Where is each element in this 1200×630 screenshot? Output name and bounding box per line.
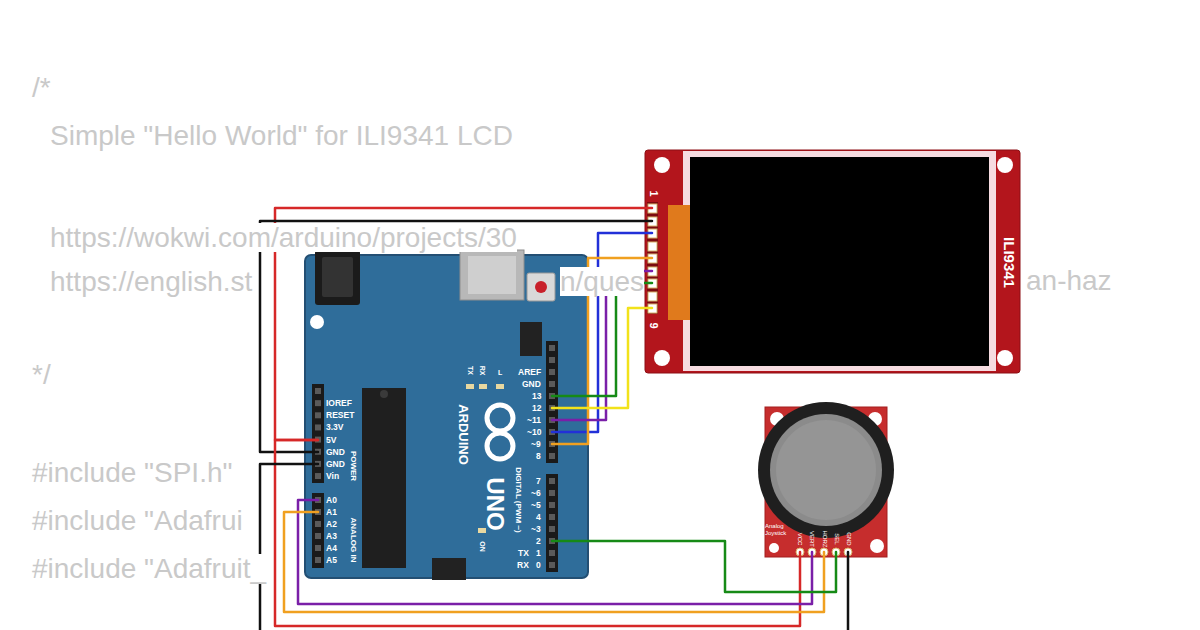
code-text: */ <box>32 361 51 389</box>
pin-label: DIGITAL (PWM ~) <box>513 467 521 532</box>
pin-label: TX <box>466 366 473 375</box>
pin-label: L <box>498 369 502 376</box>
pin-label: 3.3V <box>326 423 344 432</box>
pin-label: ~6 <box>531 489 541 498</box>
component-name: UNO <box>482 477 506 530</box>
code-text: #include "Adafrui <box>32 506 243 535</box>
code-text: an-haz <box>1026 267 1112 295</box>
code-text: /* <box>32 74 51 102</box>
pin-label: 2 <box>536 537 541 546</box>
pin-label: ~10 <box>527 428 541 437</box>
pin-label: VERT <box>809 531 815 547</box>
pin-label: RESET <box>326 411 354 420</box>
pin-label: AREF <box>518 368 541 377</box>
wire <box>275 440 800 626</box>
pin-label: 13 <box>532 392 541 401</box>
pin-label: 9 <box>648 322 659 328</box>
joystick-module <box>758 402 894 557</box>
pin-label: TX <box>518 549 529 558</box>
pin-label: A5 <box>326 556 337 565</box>
wire <box>552 258 652 444</box>
wire <box>552 308 652 408</box>
pin-label: ~3 <box>531 525 541 534</box>
pin-label: ON <box>478 541 485 552</box>
wire <box>298 500 812 604</box>
code-text: Simple "Hello World" for ILI9341 LCD <box>50 122 513 150</box>
wire <box>552 233 652 432</box>
wire <box>552 541 836 592</box>
pin-label: 4 <box>536 513 541 522</box>
pin-label: 12 <box>532 404 541 413</box>
code-text: n/ques <box>560 267 644 296</box>
pin-label: GND <box>326 460 345 469</box>
component-name: ILI9341 <box>1001 237 1016 288</box>
pin-label: ~9 <box>531 440 541 449</box>
component-name: Analog Joystick <box>765 523 795 537</box>
pin-label: ANALOG IN <box>349 518 357 563</box>
pin-label: GND <box>522 380 541 389</box>
lcd-module: ILI9341 <box>645 150 1020 373</box>
pin-label: 0 <box>536 561 541 570</box>
pin-label: GND <box>326 448 345 457</box>
pin-label: A2 <box>326 520 337 529</box>
pin-label: Vin <box>326 472 339 481</box>
arduino-board <box>305 250 588 580</box>
pin-label: RX <box>479 365 486 375</box>
pin-label: ~5 <box>531 501 541 510</box>
pin-label: POWER <box>349 451 357 481</box>
pin-label: VCC <box>797 533 803 546</box>
code-text: https://wokwi.com/arduino/projects/30 <box>50 223 517 252</box>
code-text: https://english.st <box>50 267 252 296</box>
pin-label: 1 <box>536 549 541 558</box>
pin-label: IOREF <box>326 399 352 408</box>
code-text: #include "Adafruit_ <box>32 554 266 583</box>
pin-label: 5V <box>326 436 336 445</box>
pin-label: SEL <box>833 533 839 544</box>
pin-label: 8 <box>536 452 541 461</box>
component-name: ARDUINO <box>456 404 469 465</box>
pin-label: 7 <box>536 477 541 486</box>
pin-label: A1 <box>326 508 337 517</box>
pin-label: A0 <box>326 496 337 505</box>
wire <box>284 512 824 612</box>
pin-label: RX <box>517 561 529 570</box>
pin-label: A4 <box>326 544 337 553</box>
pin-label: 1 <box>648 190 659 196</box>
pin-label: GND <box>845 532 851 545</box>
lcd-module <box>645 150 1020 373</box>
code-text: #include "SPI.h" <box>32 458 232 487</box>
wire <box>260 464 848 630</box>
wire <box>552 283 652 396</box>
pin-label: A3 <box>326 532 337 541</box>
pin-label: HORZ <box>821 531 827 548</box>
pin-label: ~11 <box>527 416 541 425</box>
